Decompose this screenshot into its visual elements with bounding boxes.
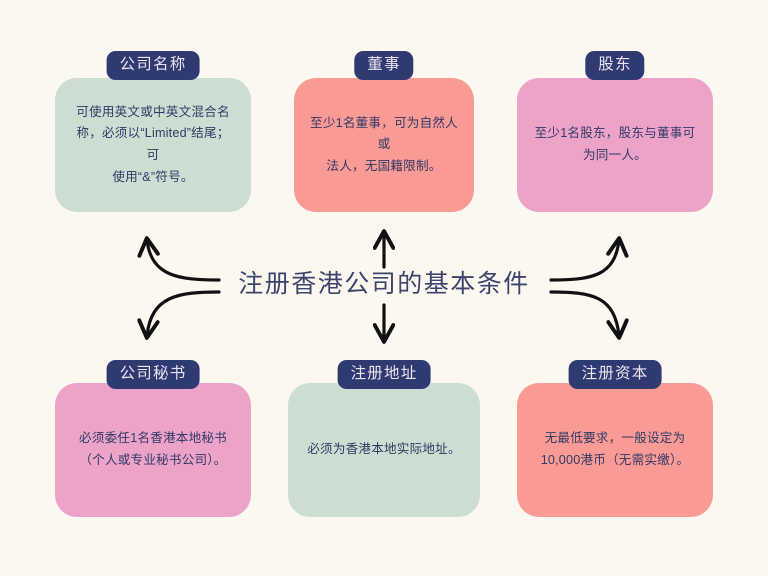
card-registered-address-body: 必须为香港本地实际地址。 bbox=[307, 442, 461, 457]
badge-company-secretary-label: 公司秘书 bbox=[119, 365, 187, 382]
card-company-secretary[interactable]: 必须委任1名香港本地秘书 （个人或专业秘书公司）。 bbox=[55, 383, 251, 517]
card-company-secretary-body: 必须委任1名香港本地秘书 （个人或专业秘书公司）。 bbox=[79, 431, 227, 467]
card-shareholder-body: 至少1名股东，股东与董事可 为同一人。 bbox=[534, 126, 696, 162]
badge-registered-address[interactable]: 注册地址 bbox=[337, 360, 431, 389]
card-company-name[interactable]: 可使用英文或中英文混合名 称，必须以“Limited”结尾；可 使用“&”符号。 bbox=[55, 78, 251, 212]
badge-registered-capital-label: 注册资本 bbox=[581, 365, 649, 382]
card-director[interactable]: 至少1名董事，可为自然人或 法人，无国籍限制。 bbox=[294, 78, 474, 212]
badge-company-name-label: 公司名称 bbox=[119, 56, 187, 73]
card-director-body: 至少1名董事，可为自然人或 法人，无国籍限制。 bbox=[310, 115, 458, 173]
diagram-center-title: 注册香港公司的基本条件 bbox=[238, 270, 530, 298]
card-company-name-body: 可使用英文或中英文混合名 称，必须以“Limited”结尾；可 使用“&”符号。 bbox=[76, 104, 230, 184]
badge-director-label: 董事 bbox=[367, 56, 401, 73]
badge-shareholder[interactable]: 股东 bbox=[585, 51, 645, 80]
badge-company-name[interactable]: 公司名称 bbox=[106, 51, 200, 80]
card-shareholder[interactable]: 至少1名股东，股东与董事可 为同一人。 bbox=[517, 78, 713, 212]
badge-registered-address-label: 注册地址 bbox=[350, 365, 418, 382]
badge-company-secretary[interactable]: 公司秘书 bbox=[106, 360, 200, 389]
card-registered-address[interactable]: 必须为香港本地实际地址。 bbox=[288, 383, 480, 517]
card-registered-capital-body: 无最低要求，一般设定为 10,000港币（无需实缴）。 bbox=[540, 431, 690, 467]
badge-shareholder-label: 股东 bbox=[598, 56, 632, 73]
card-registered-capital[interactable]: 无最低要求，一般设定为 10,000港币（无需实缴）。 bbox=[517, 383, 713, 517]
badge-registered-capital[interactable]: 注册资本 bbox=[568, 360, 662, 389]
badge-director[interactable]: 董事 bbox=[354, 51, 414, 80]
